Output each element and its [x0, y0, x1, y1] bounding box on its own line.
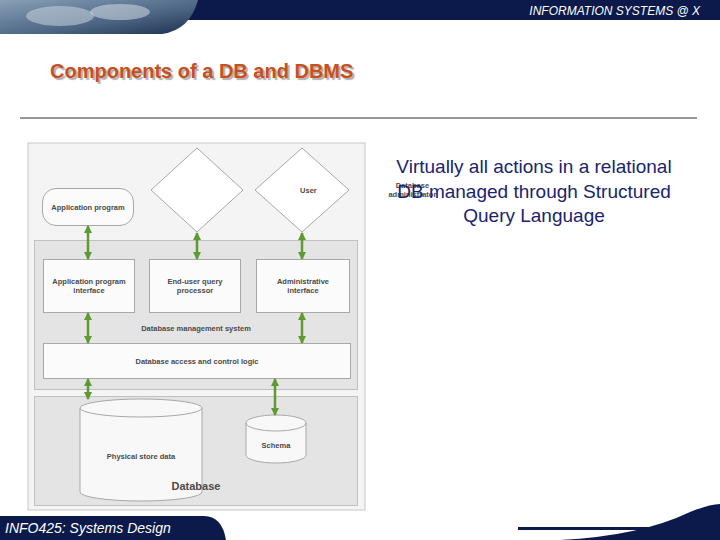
node-label: Database — [35, 480, 357, 493]
diamond-shape — [255, 148, 349, 232]
body-text: Virtually all actions in a relational DB… — [388, 155, 680, 229]
double-arrow — [196, 233, 199, 259]
footer-text: INFO425: Systems Design — [5, 520, 171, 536]
photo-hand — [26, 6, 94, 26]
header-text: INFORMATION SYSTEMS @ X — [529, 4, 700, 18]
database-band: Physical store data SchemaDatabase — [34, 396, 358, 506]
double-arrow — [274, 379, 277, 415]
double-arrow — [301, 233, 304, 259]
title-rule — [20, 118, 697, 119]
header-photo — [0, 0, 198, 34]
interface-box: Application program interface — [43, 259, 135, 313]
double-arrow — [301, 313, 304, 343]
node-label: Application program — [51, 203, 124, 212]
footer-bar — [0, 516, 226, 540]
node-label: Database access and control logic — [136, 357, 259, 366]
cylinder-outline — [245, 415, 307, 463]
node-label: End-user query processor — [156, 277, 234, 295]
diamond-shape — [151, 148, 243, 232]
program-box: Application program — [42, 188, 134, 226]
slide-title: Components of a DB and DBMS — [50, 60, 353, 83]
cylinder-rim — [246, 423, 306, 431]
node-label: Physical store data — [107, 452, 175, 461]
interface-box: End-user query processor — [149, 259, 241, 313]
logic-box: Database access and control logic — [43, 343, 351, 379]
footer-swoosh — [560, 504, 720, 540]
cylinder-body — [246, 415, 306, 463]
double-arrow — [87, 226, 90, 259]
photo-hand — [90, 4, 150, 20]
node-label: Schema — [262, 441, 291, 450]
node-label: Administrative interface — [263, 277, 343, 295]
double-arrow — [87, 379, 90, 399]
system-band: Application program interface End-user qu… — [34, 240, 358, 390]
storage-cylinder: Schema — [245, 415, 307, 463]
node-label: Application program interface — [50, 277, 128, 295]
node-label: User — [300, 186, 317, 195]
diagram-frame — [28, 143, 365, 510]
interface-box: Administrative interface — [256, 259, 350, 313]
diamond-outline — [150, 147, 244, 233]
cylinder-rim — [80, 408, 202, 417]
double-arrow — [87, 313, 90, 343]
node-label: Database management system — [35, 324, 357, 333]
